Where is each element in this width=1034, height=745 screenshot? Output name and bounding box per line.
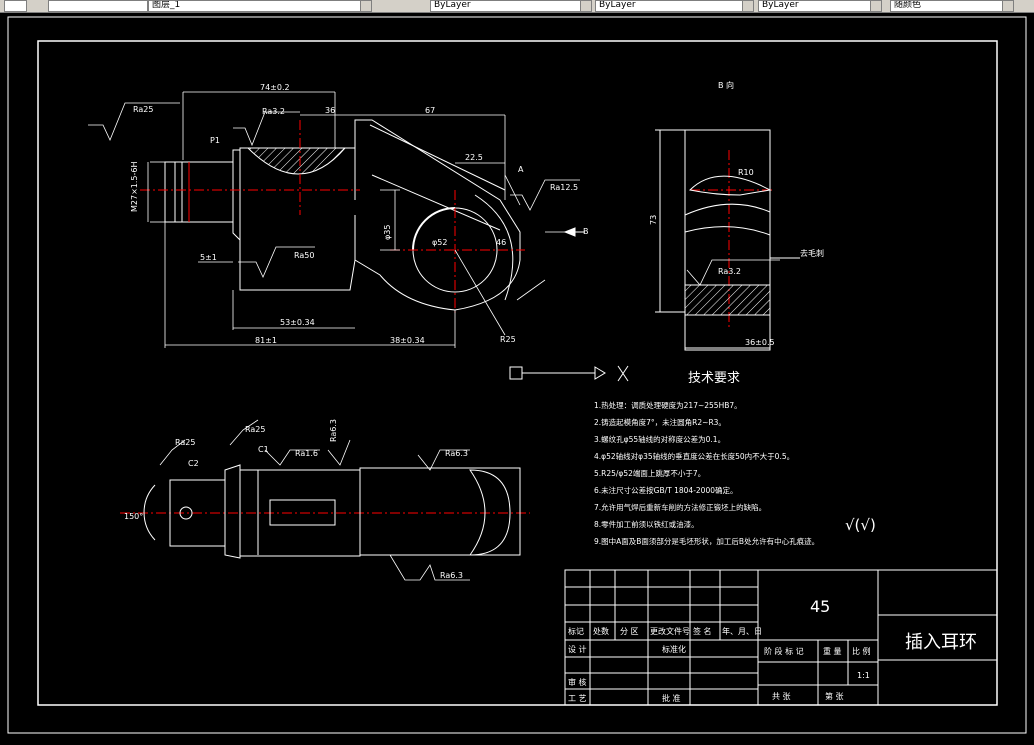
tech-title: 技术要求 (688, 371, 740, 386)
tech-note-8: 8.零件加工前须以铁红或油漆。 (594, 519, 699, 529)
label-process: 工 艺 (568, 694, 587, 703)
dim-36: 36 (325, 106, 335, 115)
drawing-canvas[interactable]: 74±0.2 36 67 22.5 53±0.34 81±1 38±0.34 5… (0, 13, 1034, 741)
roughness-ra50: Ra50 (294, 251, 314, 260)
roughness-ra32-b: Ra3.2 (718, 267, 741, 276)
roughness-ra16: Ra1.6 (295, 449, 318, 458)
dim-53: 53±0.34 (280, 318, 315, 327)
part-name: 插入耳环 (905, 632, 977, 653)
outer-border (7, 16, 1027, 734)
dim-150: 150° (124, 512, 143, 521)
tech-note-2: 2.铸造起模角度7°，未注圆角R2~R3。 (594, 417, 726, 427)
tech-note-6: 6.未注尺寸公差按GB/T 1804-2000确定。 (594, 485, 738, 495)
tech-note-7: 7.允许用气焊后重新车削的方法修正锻坯上的缺陷。 (594, 502, 766, 512)
tech-note-3: 3.螺纹孔φ55轴线的对称度公差为0.1。 (594, 434, 725, 444)
roughness-ra25-top: Ra25 (133, 105, 153, 114)
label-b: B (583, 227, 589, 236)
title-block-grid (564, 569, 998, 706)
label-review: 审 核 (568, 677, 587, 687)
roughness-ra125: Ra12.5 (550, 183, 578, 192)
chevron-down-icon[interactable] (1002, 0, 1014, 12)
roughness-symbols (88, 102, 780, 581)
tech-note-1: 1.热处理：调质处理硬度为217~255HB7。 (594, 400, 742, 410)
rough-note: 去毛刺 (800, 248, 824, 258)
dim-81: 81±1 (255, 336, 277, 345)
tech-requirements: 技术要求 1.热处理：调质处理硬度为217~255HB7。 2.铸造起模角度7°… (594, 371, 876, 546)
roughness-ra32-top: Ra3.2 (262, 107, 285, 116)
chevron-down-icon[interactable] (870, 0, 882, 12)
layer-dropdown[interactable]: 图层_1 (148, 0, 363, 12)
inner-border (37, 40, 998, 706)
toolbar: 图层_1 ByLayer ByLayer ByLayer 随颜色 (0, 0, 1034, 13)
scale-value: 1:1 (857, 671, 870, 680)
chevron-down-icon[interactable] (360, 0, 372, 12)
label-ratio: 比 例 (852, 646, 871, 656)
label-stage: 阶 段 标 记 (764, 646, 804, 656)
label-c1: C1 (258, 445, 269, 454)
general-roughness-symbol: √(√) (845, 516, 876, 534)
roughness-ra25-bottom: Ra25 (175, 438, 195, 447)
label-r10: R10 (738, 168, 754, 177)
bottom-view (143, 464, 521, 559)
roughness-ra63-a: Ra6.3 (445, 449, 468, 458)
main-view (164, 119, 521, 311)
hdr-zone: 分 区 (620, 627, 639, 636)
plot-style-dropdown[interactable]: 随颜色 (890, 0, 1005, 12)
roughness-ra25-bottom2: Ra25 (245, 425, 265, 434)
label-p1: P1 (210, 136, 220, 145)
dim-74: 74±0.2 (260, 83, 290, 92)
hdr-date: 年、月、日 (722, 626, 762, 636)
hdr-count: 处数 (593, 626, 609, 636)
label-46: 46 (496, 238, 506, 247)
chevron-down-icon[interactable] (742, 0, 754, 12)
label-sheet-total: 共 张 (772, 692, 791, 701)
material: 45 (810, 597, 830, 616)
drawing-sheet: 74±0.2 36 67 22.5 53±0.34 81±1 38±0.34 5… (7, 16, 1027, 734)
tech-note-5: 5.R25/φ52端面上跳厚不小于7。 (594, 468, 705, 478)
label-sheet-no: 第 张 (825, 691, 844, 701)
layer-icons[interactable] (48, 0, 148, 12)
view-b-label: B 向 (718, 80, 734, 90)
tech-note-9: 9.图中A面及B面须部分是毛坯形状，加工后B处允许有中心孔痕迹。 (594, 536, 819, 546)
dim-5: 5±1 (200, 253, 217, 262)
label-phi52: φ52 (432, 238, 447, 247)
dim-67: 67 (425, 106, 435, 115)
label-weight: 重 量 (823, 646, 842, 656)
view-arrow (563, 227, 585, 237)
label-a: A (518, 165, 524, 174)
color-dropdown[interactable]: ByLayer (430, 0, 583, 12)
roughness-ra63-c: Ra6.3 (329, 419, 338, 442)
dimension-lines (147, 91, 580, 348)
layer-state-icon[interactable] (4, 0, 27, 12)
dim-36b: 36±0.5 (745, 338, 775, 347)
label-approve: 批 准 (662, 693, 681, 703)
tech-note-4: 4.φ52轴线对φ35轴线的垂直度公差在长度50内不大于0.5。 (594, 451, 794, 461)
chevron-down-icon[interactable] (580, 0, 592, 12)
title-block-text: 标记 处数 分 区 更改文件号 签 名 年、月、日 设 计 标准化 审 核 工 … (568, 597, 977, 703)
ucs-icon (509, 365, 629, 382)
label-c2: C2 (188, 459, 199, 468)
hdr-sign: 签 名 (693, 626, 712, 636)
hdr-mark: 标记 (568, 626, 584, 636)
roughness-ra63-b: Ra6.3 (440, 571, 463, 580)
view-b (655, 129, 800, 351)
label-phi35: φ35 (383, 225, 392, 240)
lineweight-dropdown[interactable]: ByLayer (758, 0, 873, 12)
label-standard: 标准化 (662, 644, 686, 654)
annotations: 74±0.2 36 67 22.5 53±0.34 81±1 38±0.34 5… (124, 80, 824, 580)
label-design: 设 计 (568, 644, 587, 654)
dim-73: 73 (649, 215, 658, 225)
hdr-file: 更改文件号 (650, 626, 690, 636)
label-m27: M27×1.5-6H (130, 162, 139, 213)
linetype-dropdown[interactable]: ByLayer (595, 0, 745, 12)
dim-38: 38±0.34 (390, 336, 425, 345)
label-r25: R25 (500, 335, 516, 344)
dim-22: 22.5 (465, 153, 483, 162)
